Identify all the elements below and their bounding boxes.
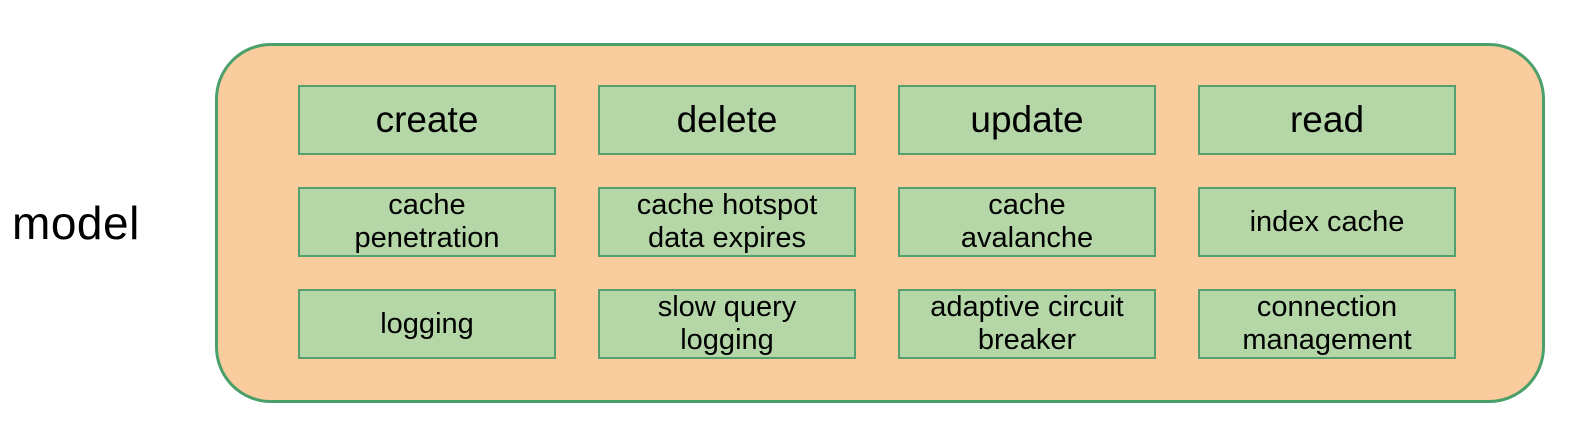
node-slow-query-logging: slow query logging bbox=[598, 289, 856, 359]
column-read: read index cache connection management bbox=[1198, 85, 1456, 359]
column-update: update cache avalanche adaptive circuit … bbox=[898, 85, 1156, 359]
node-index-cache: index cache bbox=[1198, 187, 1456, 257]
node-delete: delete bbox=[598, 85, 856, 155]
node-update: update bbox=[898, 85, 1156, 155]
node-adaptive-circuit-breaker: adaptive circuit breaker bbox=[898, 289, 1156, 359]
node-cache-penetration: cache penetration bbox=[298, 187, 556, 257]
node-read: read bbox=[1198, 85, 1456, 155]
model-grid: create cache penetration logging delete … bbox=[298, 85, 1456, 359]
model-container: create cache penetration logging delete … bbox=[215, 43, 1545, 403]
node-logging: logging bbox=[298, 289, 556, 359]
node-cache-hotspot-data-expires: cache hotspot data expires bbox=[598, 187, 856, 257]
column-delete: delete cache hotspot data expires slow q… bbox=[598, 85, 856, 359]
node-connection-management: connection management bbox=[1198, 289, 1456, 359]
column-create: create cache penetration logging bbox=[298, 85, 556, 359]
model-label: model bbox=[12, 197, 140, 249]
node-cache-avalanche: cache avalanche bbox=[898, 187, 1156, 257]
node-create: create bbox=[298, 85, 556, 155]
